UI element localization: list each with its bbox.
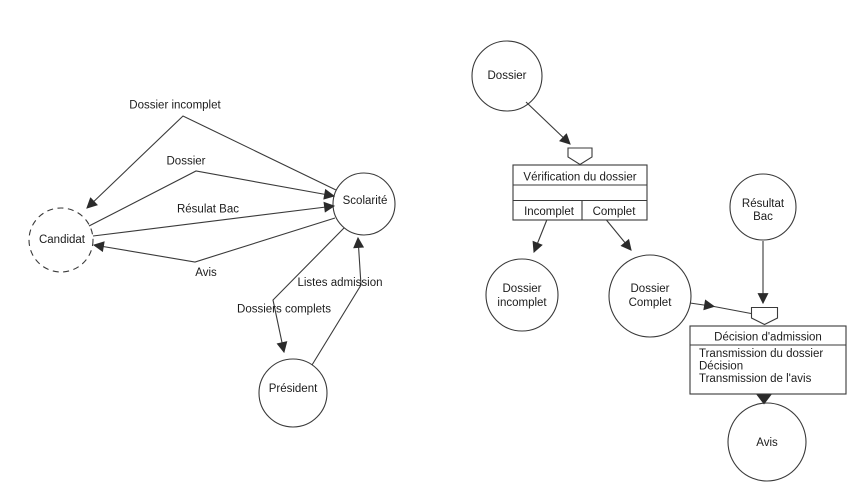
sync-symbol-decision xyxy=(750,306,779,326)
flow-label-resulat-bac: Résulat Bac xyxy=(177,204,239,216)
operation-decision-box xyxy=(689,325,847,395)
right-operation-diagram: Vérification du dossier Incomplet Comple… xyxy=(471,40,847,482)
node-candidat-label: Candidat xyxy=(39,234,86,246)
flow-label-dossiers-complets: Dossiers complets xyxy=(237,304,331,316)
flow-label-avis: Avis xyxy=(195,267,217,279)
node-resultat-bac xyxy=(729,173,797,241)
arrow-incomplet-to-dossier-incomplet xyxy=(532,219,548,254)
flow-line-dossier xyxy=(88,170,336,227)
node-dossier-incomplet-label-1: Dossier xyxy=(503,283,542,295)
outcome-complet: Complet xyxy=(593,206,637,218)
node-dossier xyxy=(471,40,543,112)
arrow-dossier-to-verification xyxy=(525,101,571,145)
sync-symbol-verification xyxy=(567,147,593,166)
decision-action-1: Transmission du dossier xyxy=(699,348,823,360)
node-dossier-complet-label-2: Complet xyxy=(629,297,673,309)
flow-label-dossier: Dossier xyxy=(167,156,206,168)
node-dossier-complet xyxy=(608,254,692,338)
arrow-dossier-complet-to-decision xyxy=(689,299,752,315)
arrow-decision-to-avis xyxy=(756,394,772,405)
flow-line-avis xyxy=(92,217,336,263)
operation-decision-title: Décision d'admission xyxy=(714,332,822,344)
arrow-complet-to-dossier-complet xyxy=(605,219,632,251)
flow-line-resulat-bac xyxy=(92,201,336,237)
node-president-label: Président xyxy=(269,383,318,395)
node-dossier-label: Dossier xyxy=(488,70,527,82)
outcome-incomplet: Incomplet xyxy=(524,206,575,218)
operation-verification-title: Vérification du dossier xyxy=(523,172,636,184)
decision-action-3: Transmission de l'avis xyxy=(699,373,812,385)
node-avis-label: Avis xyxy=(756,437,778,449)
left-flow-diagram: Candidat Scolarité Président Dossier inc… xyxy=(28,100,396,428)
node-candidat xyxy=(28,207,94,273)
flow-line-dossier-incomplet xyxy=(86,115,337,209)
operation-decision: Décision d'admission Transmission du dos… xyxy=(689,325,847,395)
operation-verification-box xyxy=(512,164,648,221)
node-resultat-bac-label-1: Résultat xyxy=(742,198,785,210)
node-avis xyxy=(727,402,807,482)
node-dossier-incomplet xyxy=(485,258,559,332)
node-scolarite-label: Scolarité xyxy=(343,195,388,207)
flow-line-dossiers-complets xyxy=(272,227,345,354)
flow-line-listes-admission xyxy=(311,236,365,366)
decision-action-2: Décision xyxy=(699,361,743,373)
node-dossier-incomplet-label-2: incomplet xyxy=(497,297,547,309)
operation-verification: Vérification du dossier Incomplet Comple… xyxy=(512,164,648,221)
node-president xyxy=(258,358,328,428)
node-dossier-complet-label-1: Dossier xyxy=(631,283,670,295)
node-resultat-bac-label-2: Bac xyxy=(753,211,773,223)
flow-label-listes-admission: Listes admission xyxy=(297,277,382,289)
flow-label-dossier-incomplet: Dossier incomplet xyxy=(129,100,221,112)
